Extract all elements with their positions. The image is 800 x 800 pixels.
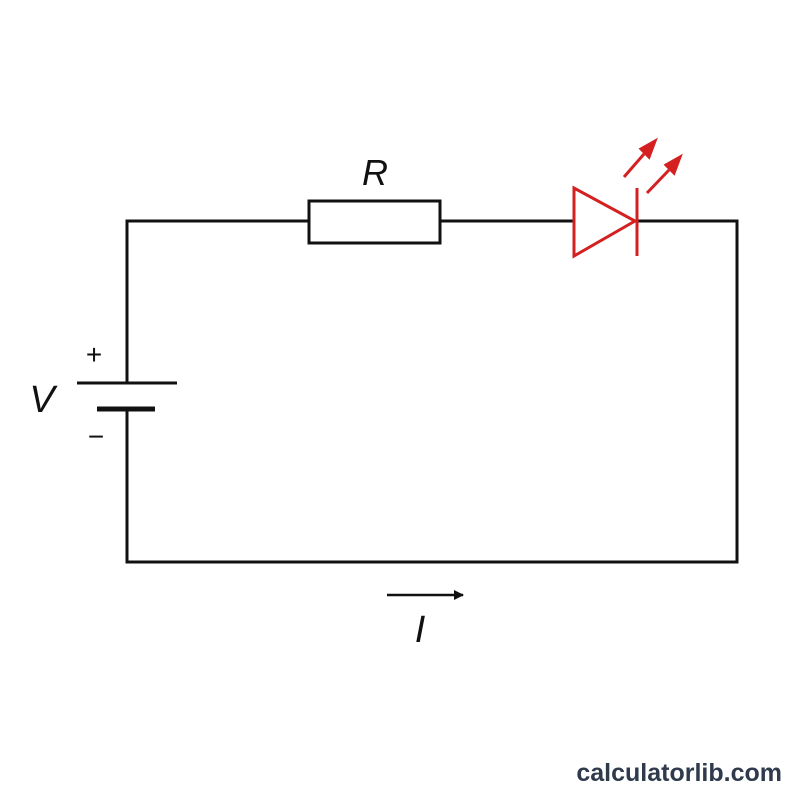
light-emission-arrows-icon <box>622 137 683 195</box>
watermark-text: calculatorlib.com <box>576 759 782 787</box>
emission-arrowhead-1 <box>638 137 658 160</box>
battery-positive-sign: + <box>86 339 102 370</box>
emission-arrow-1 <box>622 153 646 178</box>
resistor-label: R <box>362 152 388 193</box>
battery-icon <box>77 381 177 412</box>
wires <box>125 219 739 564</box>
current-label: I <box>415 609 426 651</box>
battery-negative-sign: − <box>88 421 104 452</box>
led-icon <box>572 185 639 259</box>
resistor-icon <box>307 199 442 245</box>
battery-label: V <box>29 379 58 421</box>
emission-arrow-2 <box>645 168 671 195</box>
led-triangle <box>572 185 639 259</box>
wire-top-left <box>125 219 311 385</box>
wire-top-right <box>125 219 739 564</box>
emission-arrowhead-2 <box>663 153 683 176</box>
